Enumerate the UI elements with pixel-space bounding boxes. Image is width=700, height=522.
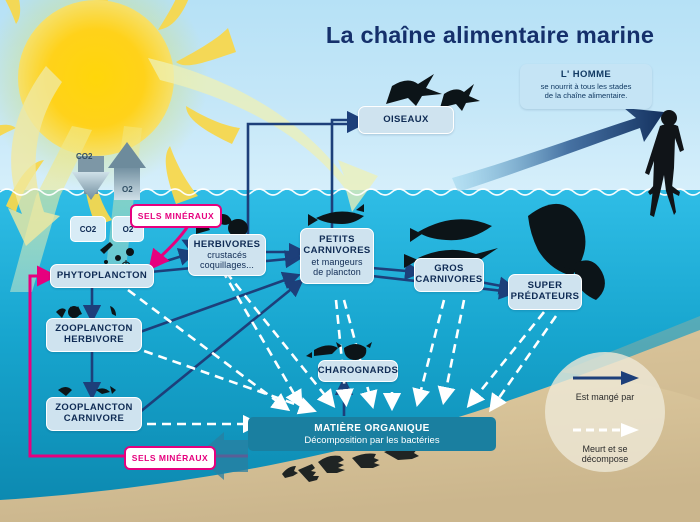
bird-silhouettes [386,74,480,111]
legend-decompose-line2: décompose [581,454,629,465]
arrow-to-human [452,108,664,192]
mineral-salts-top-tag: SELS MINÉRAUX [130,204,222,228]
node-petits-carnivores-line2: CARNIVORES [303,244,371,256]
node-super-predateurs-line1: SUPER [527,280,563,292]
node-oiseaux-label: OISEAUX [383,113,429,125]
node-gros-carnivores[interactable]: GROS CARNIVORES [414,258,484,292]
node-charognards[interactable]: CHAROGNARDS [318,360,398,382]
node-charognards-label: CHAROGNARDS [317,364,399,376]
node-zoo-carnivore-line1: ZOOPLANCTON [55,402,133,414]
plankton-silhouettes [100,242,134,271]
legend-eaten-by-label: Est mangé par [575,392,635,402]
node-zoo-carnivore-line2: CARNIVORE [63,413,125,424]
human-callout-heading: L' HOMME [560,69,612,80]
node-petits-carnivores-line1: PETITS [319,234,355,246]
o2-up-arrow [108,142,146,200]
node-petits-carnivores[interactable]: PETITS CARNIVORES et mangeurs de plancto… [300,228,374,284]
node-phytoplancton[interactable]: PHYTOPLANCTON [50,264,154,288]
arrows-to-birds [246,110,366,236]
node-petits-carnivores-line3: et mangeurs [311,256,363,267]
node-super-predateurs-line2: PRÉDATEURS [510,291,580,302]
human-callout-line2: de la chaîne alimentaire. [544,91,628,101]
co2-air-label: CO2 [76,152,93,161]
legend-decompose-line1: Meurt et se [582,444,628,454]
node-zooplancton-carnivore[interactable]: ZOOPLANCTON CARNIVORE [46,397,142,431]
zooplankton-silhouettes [56,306,116,396]
matiere-organique-subtitle: Décomposition par les bactéries [304,434,440,446]
node-matiere-organique[interactable]: MATIÈRE ORGANIQUE Décomposition par les … [248,417,496,451]
mineral-salts-bottom-tag: SELS MINÉRAUX [124,446,216,470]
node-zoo-herbivore-line2: HERBIVORE [63,334,125,345]
human-callout: L' HOMME se nourrit à tous les stades de… [520,64,652,109]
node-herbivores[interactable]: HERBIVORES crustacés coquillages... [188,234,266,276]
human-silhouette [645,110,684,217]
page-title: La chaîne alimentaire marine [325,22,655,48]
o2-air-label: O2 [122,185,133,194]
node-super-predateurs[interactable]: SUPER PRÉDATEURS [508,274,582,310]
matiere-organique-title: MATIÈRE ORGANIQUE [314,422,430,434]
node-zooplancton-herbivore[interactable]: ZOOPLANCTON HERBIVORE [46,318,142,352]
organic-to-salts-arrow [196,432,248,480]
human-callout-line1: se nourrit à tous les stades [540,82,632,91]
legend: Est mangé par Meurt et se décompose [545,352,665,472]
small-fish-silhouette [308,204,364,226]
node-zoo-herbivore-line1: ZOOPLANCTON [55,323,133,335]
node-phytoplancton-label: PHYTOPLANCTON [56,269,148,281]
legend-arrows [573,371,639,437]
co2-down-arrow [72,156,110,200]
node-gros-carnivores-line2: CARNIVORES [415,274,483,285]
node-herbivores-line1: HERBIVORES [193,238,261,250]
scavenger-silhouettes [306,342,372,360]
node-oiseaux[interactable]: OISEAUX [358,106,454,134]
node-petits-carnivores-line4: de plancton [313,266,361,277]
node-herbivores-line3: coquillages... [200,260,254,271]
node-gros-carnivores-line1: GROS [434,263,464,275]
node-herbivores-line2: crustacés [207,250,247,261]
co2-box: CO2 [70,216,106,242]
